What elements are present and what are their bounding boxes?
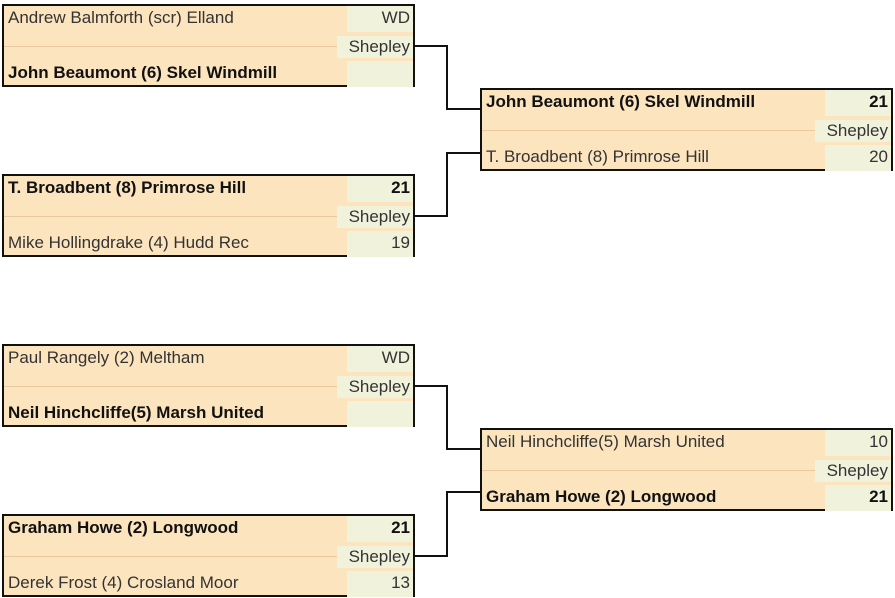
player-row: Graham Howe (2) Longwood 21 (482, 485, 891, 511)
player-score (347, 401, 413, 427)
player-name: Mike Hollingdrake (4) Hudd Rec (8, 233, 249, 252)
player-score: 10 (825, 430, 891, 456)
player-row: Andrew Balmforth (scr) Elland WD (4, 6, 413, 32)
venue-label: Shepley (337, 546, 413, 568)
match-box: Paul Rangely (2) Meltham WD Shepley Neil… (2, 344, 415, 427)
player-name: John Beaumont (6) Skel Windmill (486, 92, 756, 111)
player-name: Neil Hinchcliffe(5) Marsh United (486, 432, 725, 451)
player-row: John Beaumont (6) Skel Windmill 21 (482, 90, 891, 116)
player-score (347, 61, 413, 87)
bracket-connector (446, 491, 448, 557)
player-row: Mike Hollingdrake (4) Hudd Rec 19 (4, 231, 413, 257)
player-score: 21 (825, 90, 891, 116)
player-name: Neil Hinchcliffe(5) Marsh United (8, 403, 264, 422)
bracket-connector (446, 45, 448, 110)
bracket-connector (446, 152, 448, 217)
player-name: Andrew Balmforth (scr) Elland (8, 8, 234, 27)
venue-label: Shepley (815, 120, 891, 142)
player-row: Neil Hinchcliffe(5) Marsh United (4, 401, 413, 427)
player-row: Paul Rangely (2) Meltham WD (4, 346, 413, 372)
row-separator (4, 46, 413, 47)
player-score: 21 (825, 485, 891, 511)
match-box: T. Broadbent (8) Primrose Hill 21 Sheple… (2, 174, 415, 257)
player-name: T. Broadbent (8) Primrose Hill (8, 178, 247, 197)
player-name: T. Broadbent (8) Primrose Hill (486, 147, 709, 166)
player-score: 13 (347, 571, 413, 597)
match-box: John Beaumont (6) Skel Windmill 21 Shepl… (480, 88, 893, 171)
venue-label: Shepley (815, 460, 891, 482)
bracket-connector (446, 491, 480, 493)
player-score: 20 (825, 145, 891, 171)
row-separator (482, 470, 891, 471)
bracket-connector (446, 385, 448, 450)
bracket-connector (446, 108, 480, 110)
player-name: John Beaumont (6) Skel Windmill (8, 63, 278, 82)
player-row: T. Broadbent (8) Primrose Hill 20 (482, 145, 891, 171)
player-score: WD (347, 346, 413, 372)
bracket-connector (446, 152, 480, 154)
row-separator (4, 216, 413, 217)
player-score: WD (347, 6, 413, 32)
match-box: Andrew Balmforth (scr) Elland WD Shepley… (2, 4, 415, 87)
match-box: Neil Hinchcliffe(5) Marsh United 10 Shep… (480, 428, 893, 511)
player-row: Derek Frost (4) Crosland Moor 13 (4, 571, 413, 597)
player-score: 21 (347, 176, 413, 202)
player-row: Neil Hinchcliffe(5) Marsh United 10 (482, 430, 891, 456)
player-name: Derek Frost (4) Crosland Moor (8, 573, 239, 592)
row-separator (4, 386, 413, 387)
bracket-connector (415, 385, 448, 387)
bracket-connector (446, 448, 480, 450)
player-score: 21 (347, 516, 413, 542)
bracket-connector (415, 45, 448, 47)
row-separator (4, 556, 413, 557)
player-row: T. Broadbent (8) Primrose Hill 21 (4, 176, 413, 202)
player-name: Graham Howe (2) Longwood (486, 487, 717, 506)
row-separator (482, 130, 891, 131)
match-box: Graham Howe (2) Longwood 21 Shepley Dere… (2, 514, 415, 597)
player-row: Graham Howe (2) Longwood 21 (4, 516, 413, 542)
venue-label: Shepley (337, 36, 413, 58)
player-name: Paul Rangely (2) Meltham (8, 348, 205, 367)
player-row: John Beaumont (6) Skel Windmill (4, 61, 413, 87)
bracket-connector (415, 555, 448, 557)
player-score: 19 (347, 231, 413, 257)
player-name: Graham Howe (2) Longwood (8, 518, 239, 537)
venue-label: Shepley (337, 376, 413, 398)
bracket-connector (415, 215, 448, 217)
venue-label: Shepley (337, 206, 413, 228)
